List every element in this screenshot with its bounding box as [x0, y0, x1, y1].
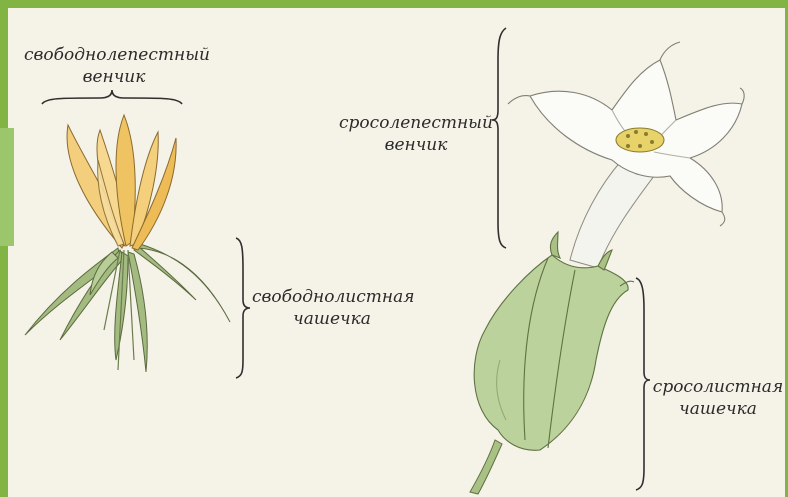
- free-calyx-bracket: [236, 238, 250, 378]
- fused-calyx-line1: сросолистная: [652, 376, 784, 398]
- free-calyx-label: свободнолистная чашечка: [252, 286, 412, 330]
- free-petal-flower: [25, 115, 230, 372]
- fused-corolla-line2: венчик: [334, 134, 498, 156]
- stamens: [616, 128, 664, 152]
- fused-calyx-bracket: [636, 278, 650, 490]
- free-sepals: [25, 244, 230, 372]
- free-corolla-label: свободнолепестный венчик: [24, 44, 204, 88]
- fused-petal-flower: [470, 42, 744, 494]
- fused-calyx-line2: чашечка: [652, 398, 784, 420]
- fused-calyx-label: сросолистная чашечка: [652, 376, 784, 420]
- free-corolla-line1: свободнолепестный: [24, 44, 204, 66]
- free-petals: [67, 115, 176, 250]
- fused-sepals: [474, 232, 634, 450]
- free-calyx-line2: чашечка: [252, 308, 412, 330]
- fused-corolla-line1: сросолепестный: [334, 112, 498, 134]
- free-corolla-bracket: [42, 90, 182, 104]
- free-calyx-line1: свободнолистная: [252, 286, 412, 308]
- fused-corolla-label: сросолепестный венчик: [334, 112, 498, 156]
- free-corolla-line2: венчик: [24, 66, 204, 88]
- stem: [470, 440, 502, 494]
